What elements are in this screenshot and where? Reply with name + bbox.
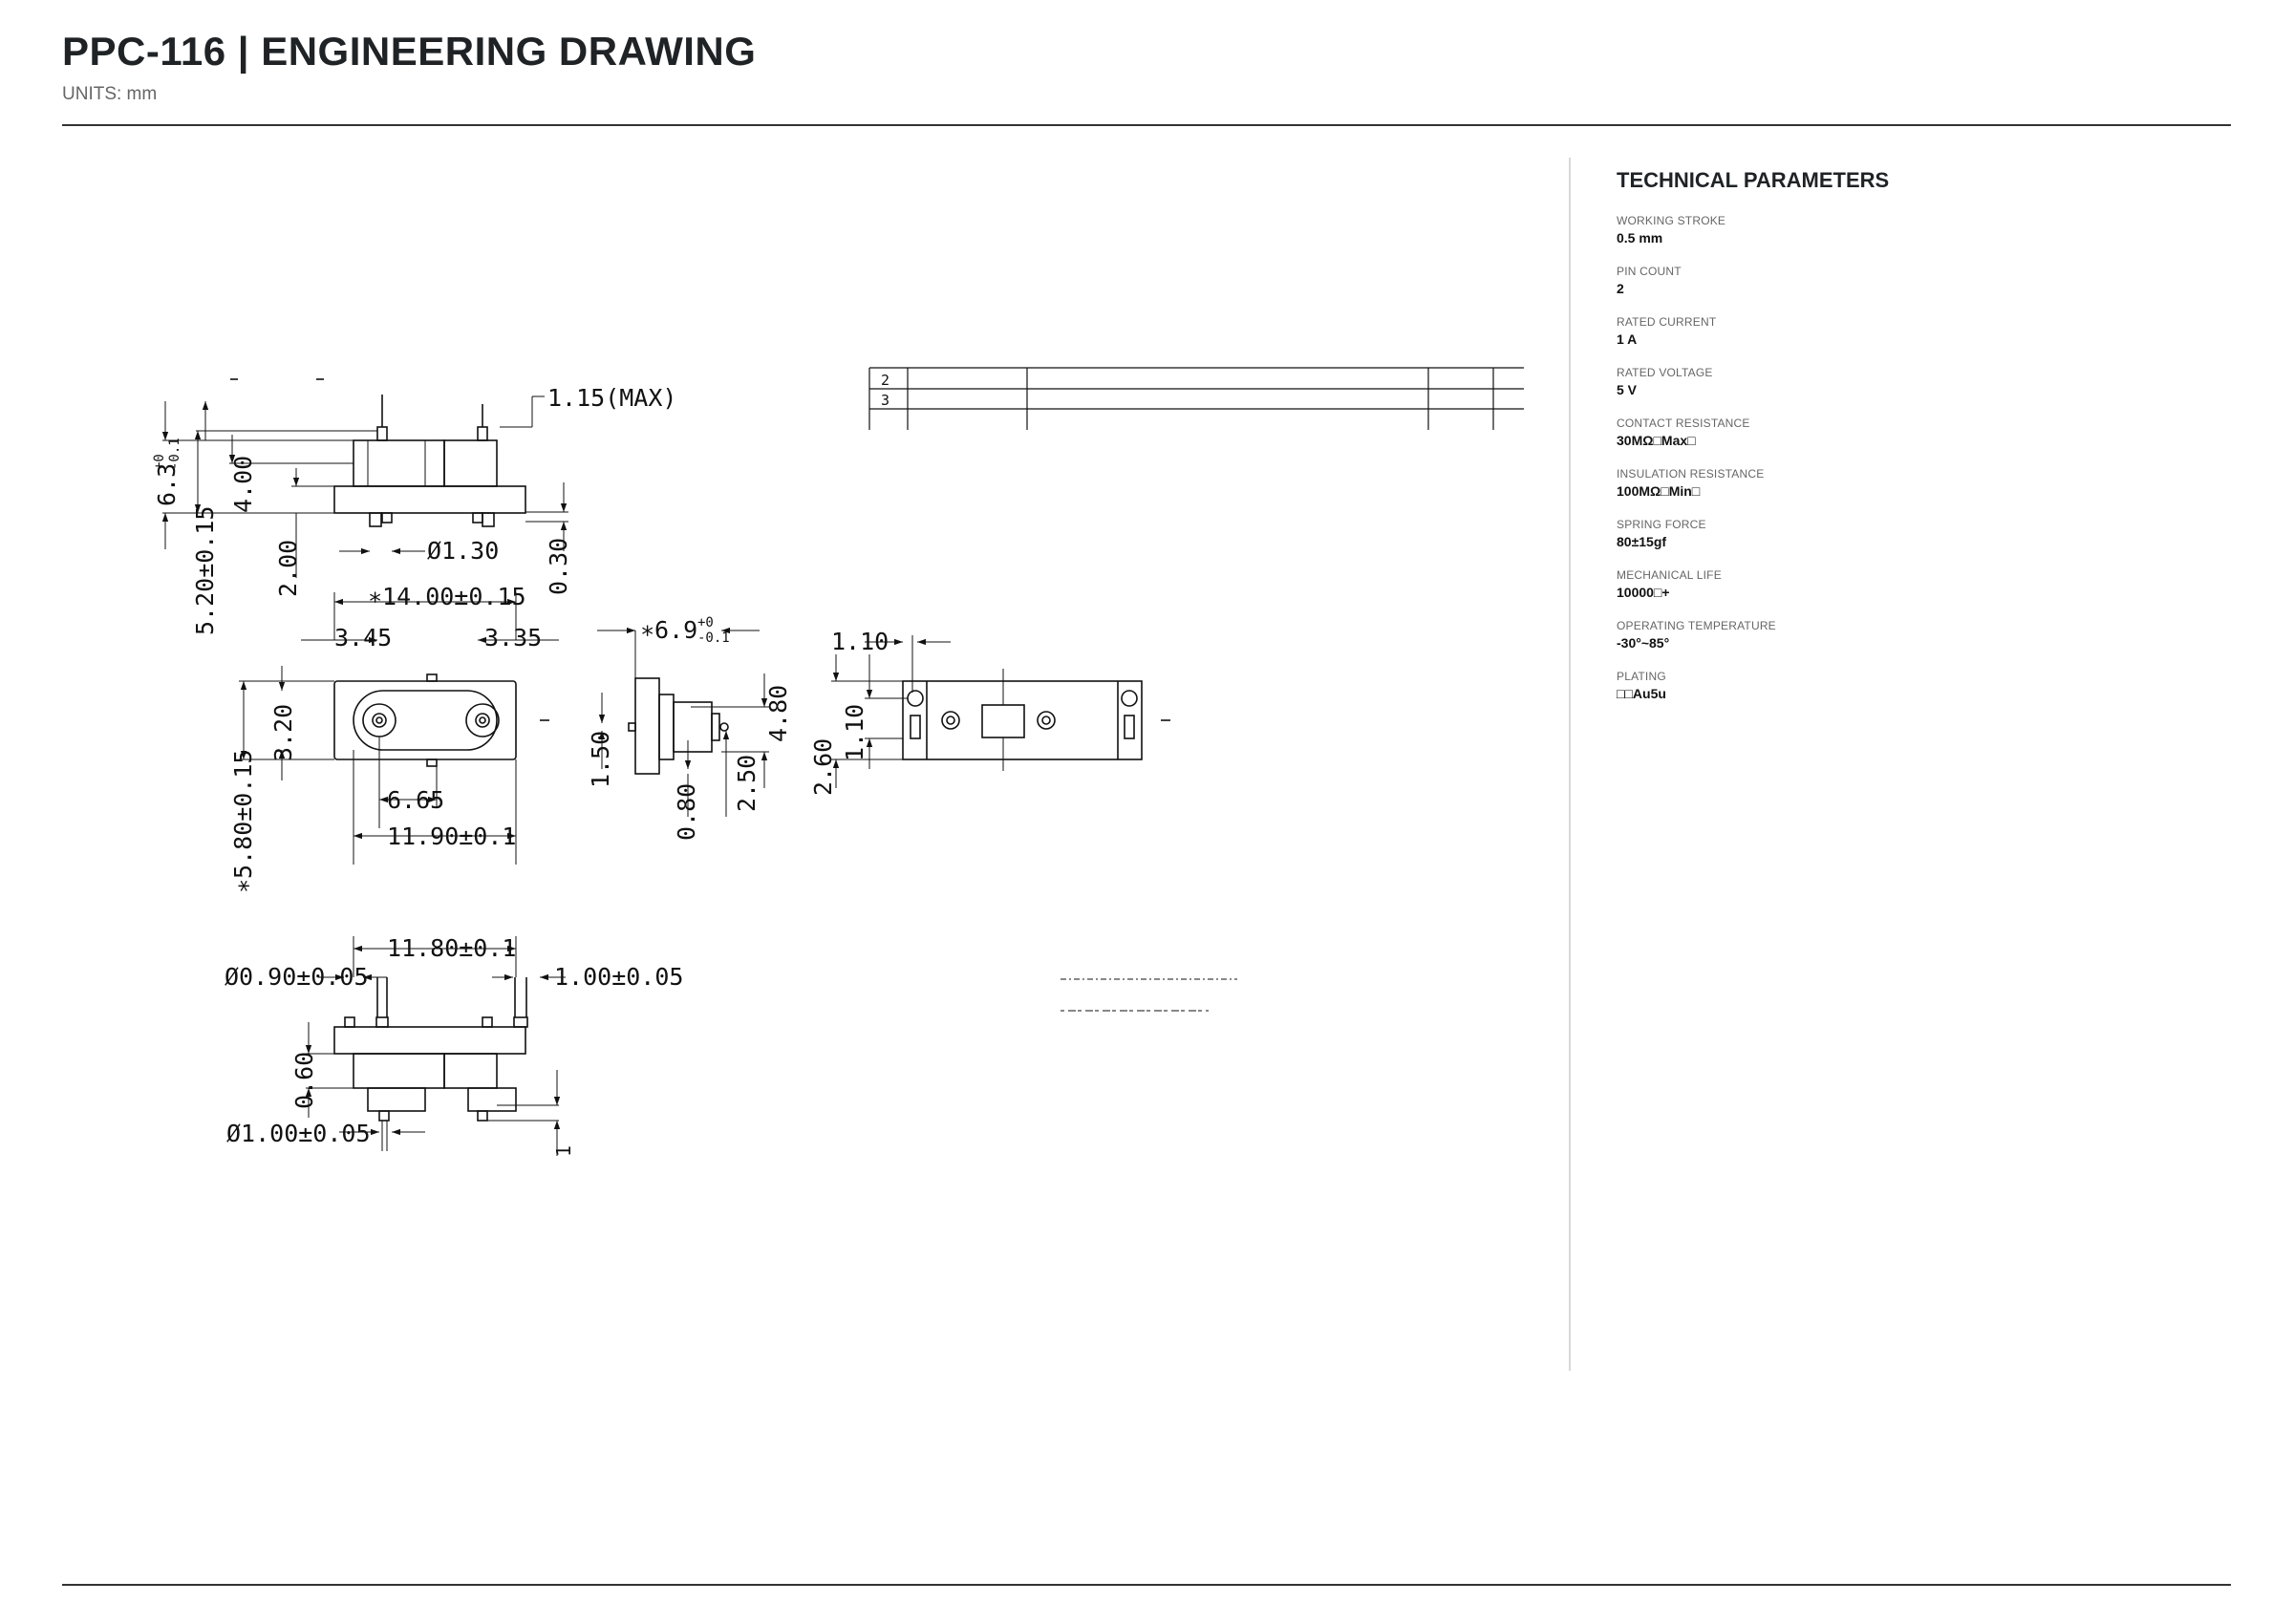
dim-1-10-top: 1.10 xyxy=(831,628,889,655)
units-label: UNITS: mm xyxy=(62,84,158,104)
param-value: □□Au5u xyxy=(1617,686,1666,701)
dim-1-10-side: 1.10 xyxy=(841,704,868,761)
param-label: RATED VOLTAGE xyxy=(1617,366,1713,379)
side-view xyxy=(597,627,769,817)
param-value: 30MΩ□Max□ xyxy=(1617,433,1696,448)
param-rated-current: RATED CURRENT 1 A xyxy=(1617,315,2190,347)
param-value: 1 A xyxy=(1617,331,1638,347)
param-value: 100MΩ□Min□ xyxy=(1617,483,1701,499)
drawing-canvas: 1.15(MAX) 6.3 +0 -0.1 4.00 5.20±0.15 2.0… xyxy=(152,367,1524,1157)
param-spring-force: SPRING FORCE 80±15gf xyxy=(1617,518,2190,549)
front-view xyxy=(161,378,568,578)
bottom-view xyxy=(305,936,566,1156)
param-value: 2 xyxy=(1617,281,1624,296)
dim-stroke: 5.20±0.15 xyxy=(191,506,219,635)
param-label: CONTACT RESISTANCE xyxy=(1617,417,1750,430)
dim-dia-1-00: Ø1.00±0.05 xyxy=(226,1120,371,1147)
param-label: INSULATION RESISTANCE xyxy=(1617,467,1765,481)
table-row-2: 2 xyxy=(881,372,889,389)
dim-3-35: 3.35 xyxy=(484,624,542,652)
page-header: PPC-116 | ENGINEERING DRAWING UNITS: mm xyxy=(62,29,2231,105)
dim-height-tol-upper: +0 xyxy=(152,454,167,470)
param-label: SPRING FORCE xyxy=(1617,518,1706,531)
dim-dia-0-90: Ø0.90±0.05 xyxy=(225,963,369,991)
dim-4-80: 4.80 xyxy=(764,685,792,742)
footer-rule xyxy=(62,1584,2231,1586)
dim-2-50: 2.50 xyxy=(733,755,761,812)
param-label: MECHANICAL LIFE xyxy=(1617,568,1722,582)
note-marks xyxy=(1061,978,1237,1012)
param-label: PIN COUNT xyxy=(1617,265,1682,278)
param-value: 0.5 mm xyxy=(1617,230,1663,246)
dim-height-580: ∗5.80±0.15 xyxy=(229,749,257,893)
dim-3-45: 3.45 xyxy=(334,624,392,652)
dim-side-tol-lower: -0.1 xyxy=(697,630,730,646)
param-plating: PLATING □□Au5u xyxy=(1617,670,2190,701)
dim-6-65: 6.65 xyxy=(387,786,444,814)
dim-side-6-9: ∗6.9 xyxy=(640,616,697,644)
dim-0-80: 0.80 xyxy=(673,783,700,841)
param-working-stroke: WORKING STROKE 0.5 mm xyxy=(1617,214,2190,246)
param-label: RATED CURRENT xyxy=(1617,315,1717,329)
revision-table xyxy=(868,367,1524,430)
page-title: PPC-116 | ENGINEERING DRAWING xyxy=(62,29,757,74)
param-value: 80±15gf xyxy=(1617,534,1667,549)
param-label: OPERATING TEMPERATURE xyxy=(1617,619,1776,632)
param-value: -30°~85° xyxy=(1617,635,1670,651)
dim-body-height: 4.00 xyxy=(229,456,257,513)
params-heading: TECHNICAL PARAMETERS xyxy=(1617,168,1890,192)
dim-width-1190: 11.90±0.1 xyxy=(387,823,516,850)
param-label: WORKING STROKE xyxy=(1617,214,1726,227)
dim-height-tol-lower: -0.1 xyxy=(167,438,182,470)
plan-view xyxy=(239,592,559,865)
dim-max-height: 1.15(MAX) xyxy=(547,384,676,412)
param-contact-resistance: CONTACT RESISTANCE 30MΩ□Max□ xyxy=(1617,417,2190,448)
param-insulation-resistance: INSULATION RESISTANCE 100MΩ□Min□ xyxy=(1617,467,2190,499)
param-value: 10000□+ xyxy=(1617,585,1670,600)
param-pin-count: PIN COUNT 2 xyxy=(1617,265,2190,296)
dim-width-main: ∗14.00±0.15 xyxy=(368,583,526,610)
engineering-drawing: 1.15(MAX) 6.3 +0 -0.1 4.00 5.20±0.15 2.0… xyxy=(62,158,1562,1371)
param-operating-temperature: OPERATING TEMPERATURE -30°~85° xyxy=(1617,619,2190,651)
dim-2-00: 2.00 xyxy=(274,540,302,597)
dim-height-total: 6.3 xyxy=(153,463,181,506)
param-rated-voltage: RATED VOLTAGE 5 V xyxy=(1617,366,2190,397)
dim-dia-1-30: Ø1.30 xyxy=(427,537,499,565)
top-view xyxy=(831,635,1170,788)
param-mechanical-life: MECHANICAL LIFE 10000□+ xyxy=(1617,568,2190,600)
dim-1-50: 1.50 xyxy=(587,731,614,788)
dim-1-00: 1.00±0.05 xyxy=(554,963,683,991)
param-label: PLATING xyxy=(1617,670,1666,683)
dim-2-60: 2.60 xyxy=(809,738,837,796)
dim-1: 1 xyxy=(552,1145,575,1157)
dim-side-tol-upper: +0 xyxy=(697,615,714,630)
param-value: 5 V xyxy=(1617,382,1638,397)
dim-0-60: 0.60 xyxy=(290,1052,318,1109)
dim-width-1180: 11.80±0.1 xyxy=(387,934,516,962)
technical-parameters-panel: TECHNICAL PARAMETERS WORKING STROKE 0.5 … xyxy=(1617,162,2190,720)
dim-0-30: 0.30 xyxy=(545,538,572,595)
dim-3-20: 3.20 xyxy=(269,704,297,761)
header-rule xyxy=(62,124,2231,126)
panel-divider xyxy=(1569,158,1571,1371)
table-row-3: 3 xyxy=(881,392,889,409)
